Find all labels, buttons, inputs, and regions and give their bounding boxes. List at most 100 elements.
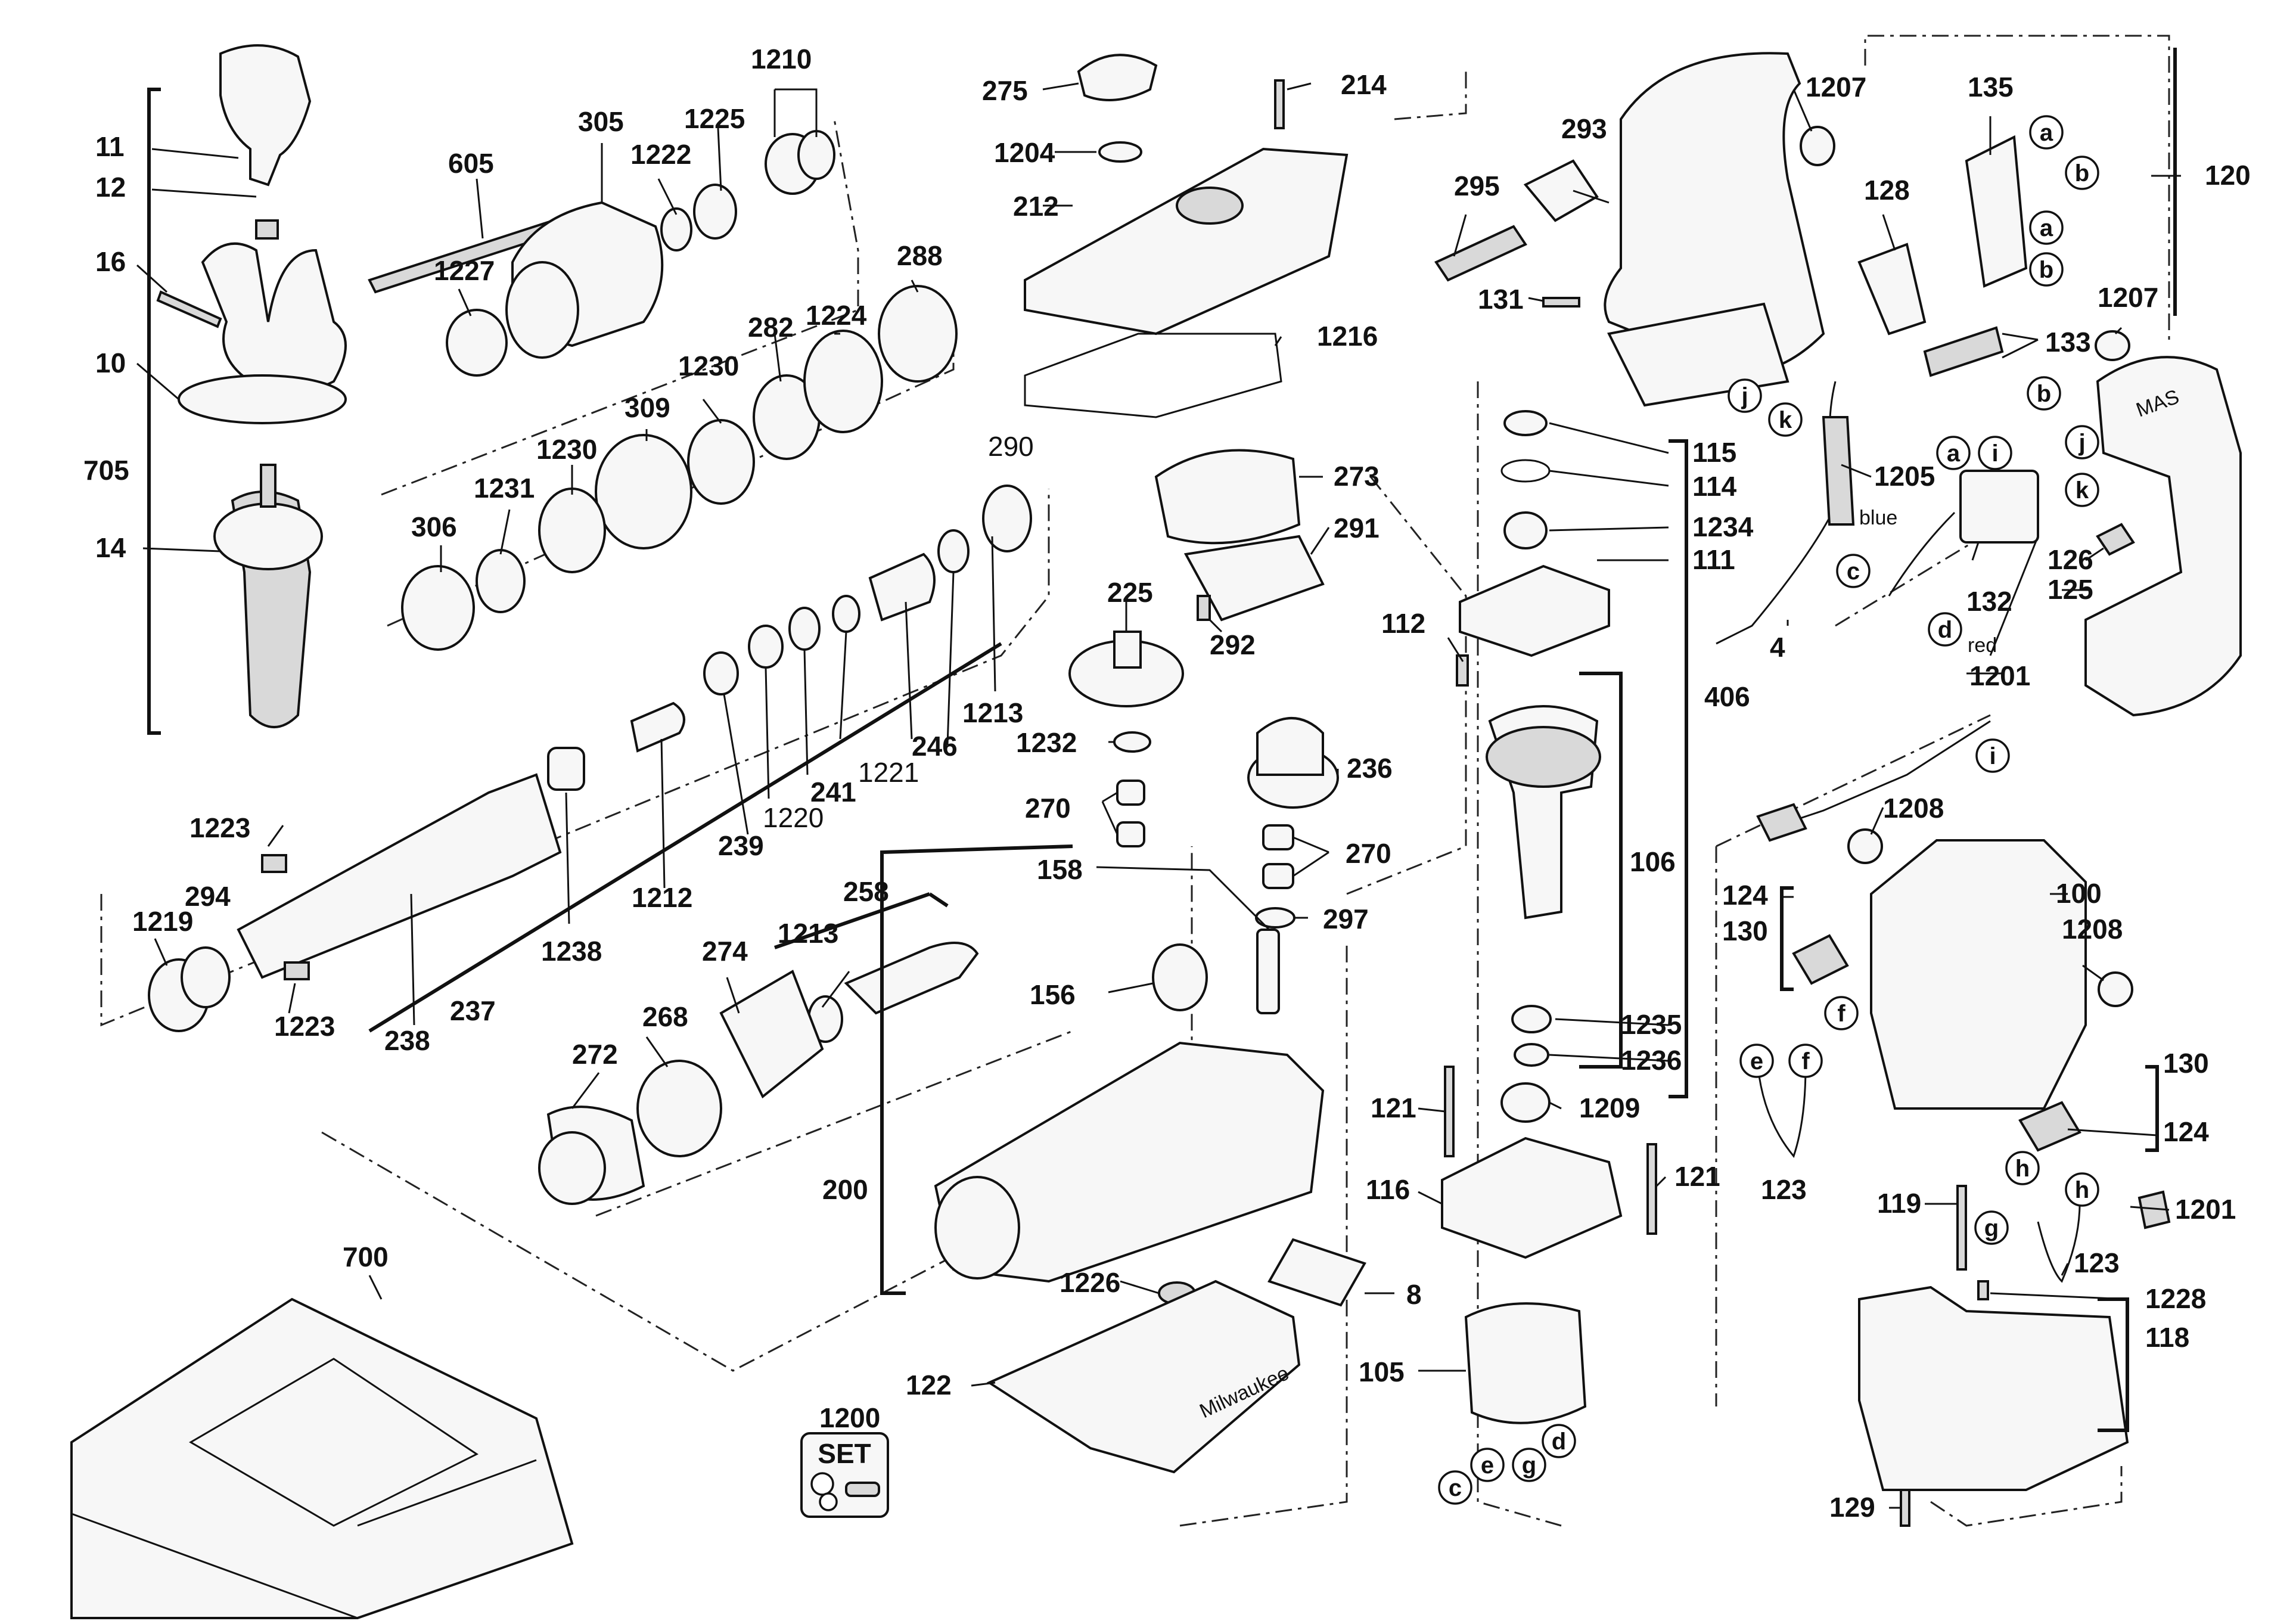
- part-label: 306: [411, 511, 457, 542]
- svg-text:b: b: [2075, 160, 2089, 187]
- part-label: 1212: [632, 882, 692, 913]
- screw-119: [1956, 1185, 1967, 1271]
- seal-1208a: [1847, 828, 1883, 864]
- bracket-274: [719, 970, 824, 1099]
- part-label: 1208: [1883, 793, 1944, 824]
- part-label: 1213: [962, 697, 1023, 728]
- part-label: 406: [1704, 681, 1750, 712]
- svg-text:i: i: [1991, 440, 1998, 467]
- part-label: 114: [1692, 471, 1737, 502]
- part-label: 293: [1561, 113, 1607, 144]
- part-label: 1219: [132, 906, 193, 937]
- cup-156: [1152, 943, 1208, 1011]
- part-label: 119: [1877, 1188, 1921, 1219]
- set-badge-text: SET: [818, 1438, 871, 1469]
- field-105: [1464, 1302, 1587, 1424]
- ring-114: [1500, 459, 1551, 483]
- ring-1221: [832, 595, 860, 633]
- part-label: 1238: [541, 936, 602, 967]
- part-label: 133: [2045, 327, 2091, 358]
- part-label: 100: [2056, 878, 2102, 909]
- connector-b1: b: [2065, 156, 2099, 190]
- gear-housing-assembly: Milwaukee: [934, 1041, 1366, 1474]
- spring-309: [595, 434, 692, 549]
- fan: [1486, 726, 1601, 788]
- motor-housing-100: [1870, 839, 2087, 1110]
- screw-121a: [1444, 1066, 1455, 1157]
- bearing-115: [1503, 410, 1548, 436]
- key-1223b: [284, 961, 310, 980]
- part-label: 1227: [434, 255, 495, 286]
- part-label: 123: [2074, 1247, 2120, 1278]
- part-label: 1207: [1806, 72, 1866, 103]
- part-label: 1221: [858, 757, 919, 788]
- connector-f1: f: [1824, 996, 1859, 1030]
- svg-text:c: c: [1847, 558, 1860, 585]
- part-label: 1220: [763, 802, 824, 833]
- part-label: 1205: [1874, 461, 1935, 492]
- svg-text:h: h: [2075, 1177, 2089, 1203]
- part-label: 105: [1359, 1356, 1405, 1387]
- part-label: 132: [1966, 586, 2012, 617]
- switch-module-132: [1959, 470, 2039, 544]
- chuck-assembly: [368, 130, 958, 651]
- brush-holder-124a: [1792, 934, 1849, 985]
- bearing-1234: [1503, 511, 1548, 549]
- part-label: 12: [95, 172, 126, 203]
- cover-128: [1857, 243, 1927, 336]
- part-label: 4: [1770, 632, 1785, 663]
- part-label: 124: [2163, 1116, 2209, 1147]
- part-label: 212: [1013, 191, 1059, 222]
- flange-111: [1459, 564, 1610, 657]
- bushing-1209: [1500, 1082, 1551, 1123]
- wire-red: [1989, 536, 2039, 656]
- part-label: 237: [450, 995, 496, 1026]
- svg-text:e: e: [1481, 1452, 1494, 1479]
- spindle-assembly: [148, 485, 1032, 1032]
- part-label: 158: [1037, 854, 1083, 885]
- svg-text:a: a: [1947, 440, 1961, 467]
- striker-246: [868, 552, 936, 622]
- screw-131: [1542, 297, 1580, 308]
- connector-h2: h: [2065, 1172, 2099, 1207]
- o-ring-290: [982, 485, 1032, 552]
- part-label: 156: [1030, 979, 1076, 1010]
- part-label: 1222: [630, 139, 691, 170]
- clip-133: [1923, 326, 2004, 377]
- part-label: 1209: [1579, 1092, 1640, 1123]
- part-label: 11: [95, 131, 125, 162]
- part-label: 10: [95, 347, 126, 378]
- svg-text:c: c: [1449, 1475, 1462, 1501]
- svg-text:f: f: [1801, 1048, 1810, 1075]
- bushing-306: [401, 565, 475, 651]
- handle-half-left: [1604, 52, 1825, 373]
- connector-g2: g: [1512, 1448, 1546, 1482]
- part-label: 200: [822, 1174, 868, 1205]
- leader-lines: [136, 82, 2181, 1509]
- svg-text:a: a: [2040, 215, 2053, 241]
- wire-label-blue: blue: [1859, 507, 1897, 529]
- part-label: 1207: [2098, 282, 2158, 313]
- part-label: 291: [1334, 513, 1380, 544]
- bushing-1238: [547, 747, 585, 791]
- ring-1213a: [937, 529, 970, 573]
- washer-241: [788, 607, 821, 651]
- part-label: 115: [1692, 437, 1736, 468]
- top-cover-212: [1024, 147, 1349, 336]
- group-brackets: [147, 48, 2177, 1432]
- connector-c1: c: [1836, 554, 1871, 588]
- label-8: [1267, 1238, 1366, 1307]
- part-label: 106: [1630, 846, 1676, 877]
- connector-a3: a: [1936, 436, 1971, 470]
- connector-i2: i: [1975, 738, 2010, 773]
- svg-text:a: a: [2040, 120, 2053, 146]
- ring-1210b: [797, 130, 835, 180]
- connector-j1: j: [2065, 425, 2099, 459]
- connector-h1: h: [2005, 1151, 2040, 1185]
- motor-assembly: [1441, 410, 1657, 1424]
- bushing-1207b: [2095, 330, 2130, 361]
- part-label: 292: [1210, 629, 1256, 660]
- part-label: 122: [906, 1370, 952, 1401]
- part-label: 1228: [2145, 1283, 2206, 1314]
